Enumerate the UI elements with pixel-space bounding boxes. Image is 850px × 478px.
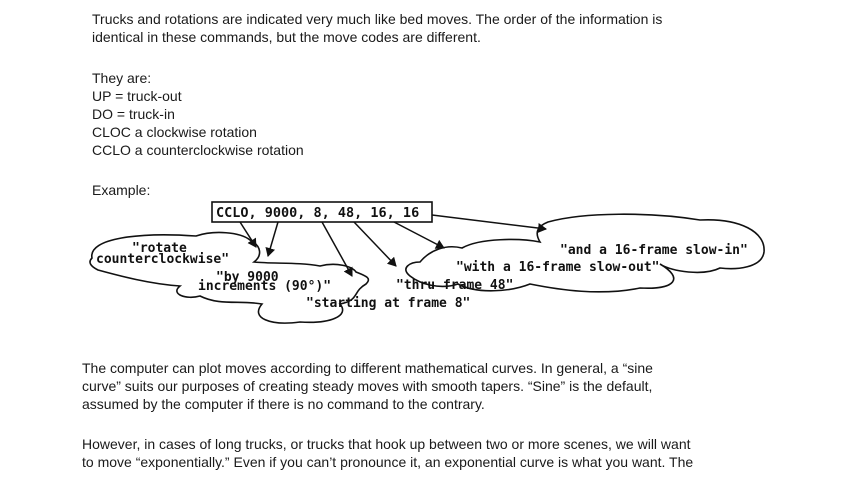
- intro-line-1: Trucks and rotations are indicated very …: [92, 11, 663, 27]
- pointer-arrows: [239, 214, 547, 277]
- curves-line-2: curve” suits our purposes of creating st…: [82, 378, 653, 394]
- example-label: Example:: [92, 182, 151, 198]
- command-text: CCLO, 9000, 8, 48, 16, 16: [216, 205, 419, 221]
- arrow-16a: [393, 221, 445, 249]
- arrow-9000: [265, 221, 279, 257]
- by-text-1: "by 9000: [216, 270, 279, 285]
- code-item-up: UP = truck-out: [92, 88, 182, 104]
- slow-out-text: "with a 16-frame slow-out": [456, 260, 660, 275]
- by-text-2: increments (90°)": [198, 279, 331, 294]
- intro-paragraph: Trucks and rotations are indicated very …: [92, 10, 662, 46]
- slow-in-text: "and a 16-frame slow-in": [560, 243, 748, 258]
- exponential-paragraph: However, in cases of long trucks, or tru…: [82, 435, 693, 471]
- code-item-cclo: CCLO a counterclockwise rotation: [92, 142, 304, 158]
- arrow-8: [321, 221, 353, 277]
- rotate-text-2: counterclockwise": [96, 252, 229, 267]
- thru-text: "thru frame 48": [396, 278, 513, 293]
- exponential-line-1: However, in cases of long trucks, or tru…: [82, 436, 691, 452]
- arrow-cclo: [239, 221, 257, 248]
- code-item-cloc: CLOC a clockwise rotation: [92, 124, 257, 140]
- intro-line-2: identical in these commands, but the mov…: [92, 29, 481, 45]
- exponential-line-2: to move “exponentially.” Even if you can…: [82, 454, 694, 470]
- rotate-text-1: "rotate: [132, 241, 187, 256]
- move-codes-list: They are: UP = truck-out DO = truck-in C…: [92, 69, 304, 159]
- arrow-48: [353, 221, 397, 267]
- arrow-16b: [431, 214, 547, 233]
- curves-line-3: assumed by the computer if there is no c…: [82, 396, 485, 412]
- curves-line-1: The computer can plot moves according to…: [82, 360, 653, 376]
- code-item-do: DO = truck-in: [92, 106, 175, 122]
- starting-text: "starting at frame 8": [306, 296, 470, 311]
- curves-paragraph: The computer can plot moves according to…: [82, 359, 653, 413]
- bubble-right-cloud: [405, 213, 765, 293]
- codes-heading: They are:: [92, 70, 152, 86]
